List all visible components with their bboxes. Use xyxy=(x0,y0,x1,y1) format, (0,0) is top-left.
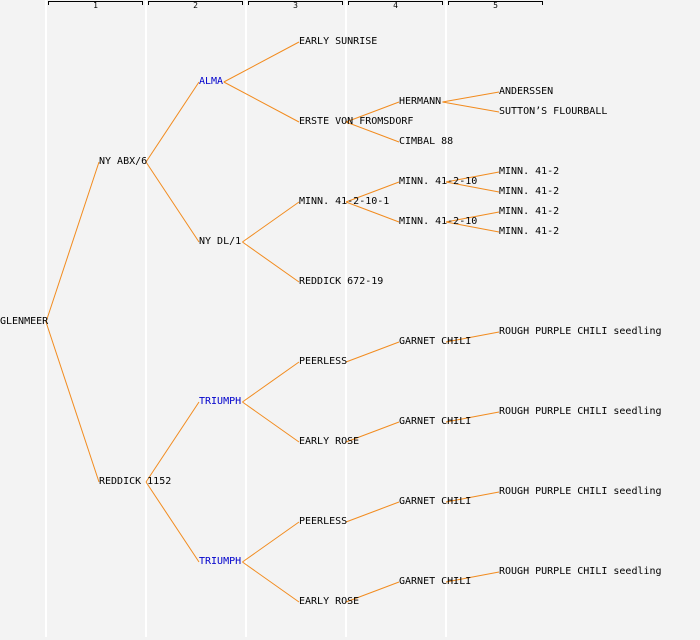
pedigree-node[interactable]: PEERLESS xyxy=(299,356,348,367)
column-header-bracket-1 xyxy=(48,1,143,5)
column-header-5: 5 xyxy=(493,1,498,10)
pedigree-node[interactable]: TRIUMPH xyxy=(199,396,242,407)
pedigree-node[interactable]: ALMA xyxy=(199,76,224,87)
pedigree-link xyxy=(242,521,300,563)
pedigree-node[interactable]: NY ABX/6 xyxy=(99,156,148,167)
pedigree-link xyxy=(445,411,500,423)
pedigree-link xyxy=(445,171,500,183)
column-header-3: 3 xyxy=(293,1,298,10)
pedigree-node[interactable]: ROUGH PURPLE CHILI seedling xyxy=(499,406,662,417)
pedigree-link xyxy=(145,401,200,483)
column-header-4: 4 xyxy=(393,1,398,10)
column-header-bracket-4 xyxy=(348,1,443,5)
pedigree-node[interactable]: EARLY SUNRISE xyxy=(299,36,378,47)
pedigree-node[interactable]: EARLY ROSE xyxy=(299,596,360,607)
pedigree-node[interactable]: REDDICK 1152 xyxy=(99,476,172,487)
column-separator xyxy=(245,0,247,637)
pedigree-node[interactable]: ROUGH PURPLE CHILI seedling xyxy=(499,486,662,497)
column-header-bracket-2 xyxy=(148,1,243,5)
column-separator xyxy=(45,0,47,637)
pedigree-node[interactable]: GARNET CHILI xyxy=(399,576,472,587)
column-header-1: 1 xyxy=(93,1,98,10)
pedigree-link xyxy=(445,181,500,193)
pedigree-node[interactable]: MINN. 41-2-10-1 xyxy=(299,196,390,207)
column-header-bracket-5 xyxy=(448,1,543,5)
column-header-bracket-3 xyxy=(248,1,343,5)
pedigree-link xyxy=(242,561,300,603)
pedigree-node[interactable]: GLENMEER xyxy=(0,316,49,327)
column-separator xyxy=(345,0,347,637)
pedigree-link xyxy=(45,161,100,323)
pedigree-node[interactable]: ANDERSSEN xyxy=(499,86,554,97)
column-header-2: 2 xyxy=(193,1,198,10)
pedigree-node[interactable]: SUTTON’S FLOURBALL xyxy=(499,106,608,117)
pedigree-node[interactable]: MINN. 41-2 xyxy=(499,206,560,217)
pedigree-link xyxy=(445,331,500,343)
pedigree-link xyxy=(45,321,100,483)
pedigree-node[interactable]: NY DL/1 xyxy=(199,236,242,247)
pedigree-link xyxy=(145,161,200,243)
pedigree-link xyxy=(445,221,500,233)
pedigree-node[interactable]: MINN. 41-2 xyxy=(499,226,560,237)
pedigree-link xyxy=(345,581,400,603)
pedigree-node[interactable]: ROUGH PURPLE CHILI seedling xyxy=(499,566,662,577)
pedigree-node[interactable]: HERMANN xyxy=(399,96,442,107)
pedigree-link xyxy=(345,101,400,123)
pedigree-link xyxy=(345,501,400,523)
pedigree-link xyxy=(345,421,400,443)
pedigree-node[interactable]: GARNET CHILI xyxy=(399,416,472,427)
pedigree-node[interactable]: MINN. 41-2-10 xyxy=(399,216,478,227)
pedigree-link xyxy=(145,481,200,563)
pedigree-link xyxy=(445,211,500,223)
pedigree-node[interactable]: MINN. 41-2 xyxy=(499,166,560,177)
pedigree-link xyxy=(345,181,400,203)
pedigree-link xyxy=(223,41,300,83)
pedigree-node[interactable]: MINN. 41-2 xyxy=(499,186,560,197)
pedigree-link xyxy=(442,101,500,113)
pedigree-node[interactable]: EARLY ROSE xyxy=(299,436,360,447)
pedigree-link xyxy=(242,241,300,283)
pedigree-node[interactable]: ERSTE VON FROMSDORF xyxy=(299,116,414,127)
pedigree-link xyxy=(242,361,300,403)
pedigree-node[interactable]: PEERLESS xyxy=(299,516,348,527)
pedigree-node[interactable]: TRIUMPH xyxy=(199,556,242,567)
column-separator xyxy=(445,0,447,637)
pedigree-link xyxy=(345,201,400,223)
pedigree-node[interactable]: MINN. 41-2-10 xyxy=(399,176,478,187)
pedigree-link xyxy=(223,81,300,123)
pedigree-link xyxy=(145,81,200,163)
pedigree-link xyxy=(445,571,500,583)
pedigree-node[interactable]: GARNET CHILI xyxy=(399,336,472,347)
pedigree-link xyxy=(345,341,400,363)
pedigree-link xyxy=(445,491,500,503)
pedigree-link xyxy=(442,91,500,103)
pedigree-link xyxy=(345,121,400,143)
pedigree-node[interactable]: GARNET CHILI xyxy=(399,496,472,507)
column-separator xyxy=(145,0,147,637)
pedigree-link xyxy=(242,201,300,243)
pedigree-node[interactable]: ROUGH PURPLE CHILI seedling xyxy=(499,326,662,337)
pedigree-node[interactable]: REDDICK 672-19 xyxy=(299,276,384,287)
pedigree-link xyxy=(242,401,300,443)
pedigree-node[interactable]: CIMBAL 88 xyxy=(399,136,454,147)
